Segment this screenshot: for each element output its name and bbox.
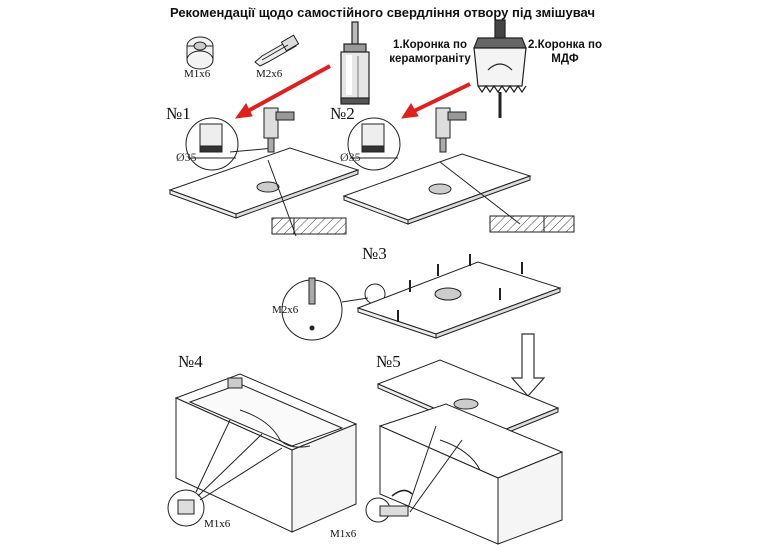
step-4-label: №4 — [178, 352, 203, 371]
red-arrow-2 — [401, 82, 471, 119]
step-3-label: №3 — [362, 244, 387, 263]
diameter-2-label: Ø35 — [340, 150, 361, 164]
step-5-m1x6-label: M1x6 — [330, 528, 357, 540]
ceramic-crown-label: 1.Коронка по керамограніту — [389, 39, 471, 65]
diameter-1-label: Ø35 — [176, 150, 197, 164]
step-1-label: №1 — [166, 104, 191, 123]
step-5-drawing — [365, 359, 564, 545]
step-2-label: №2 — [330, 104, 355, 123]
cam-lock-icon — [186, 36, 214, 70]
step-3-drawing — [281, 254, 562, 341]
page-title: Рекомендації щодо самостійного свердлінн… — [169, 5, 596, 20]
part-m1x6-label: M1x6 — [184, 68, 211, 80]
mdf-crown-icon — [473, 19, 527, 118]
step-3-m2x6-label: M2x6 — [272, 304, 299, 316]
part-m2x6-label: M2x6 — [256, 68, 283, 80]
step-1-drawing — [168, 107, 360, 237]
step-5-label: №5 — [376, 352, 401, 371]
mdf-crown-label: 2.Коронка по МДФ — [528, 39, 602, 65]
step-4-drawing — [167, 373, 358, 533]
dowel-screw-icon — [254, 34, 300, 67]
down-arrow-icon — [510, 333, 546, 397]
step-2-drawing — [342, 107, 575, 233]
red-arrow-1 — [234, 64, 331, 119]
ceramic-crown-icon — [340, 21, 370, 105]
step-4-m1x6-label: M1x6 — [204, 518, 231, 530]
